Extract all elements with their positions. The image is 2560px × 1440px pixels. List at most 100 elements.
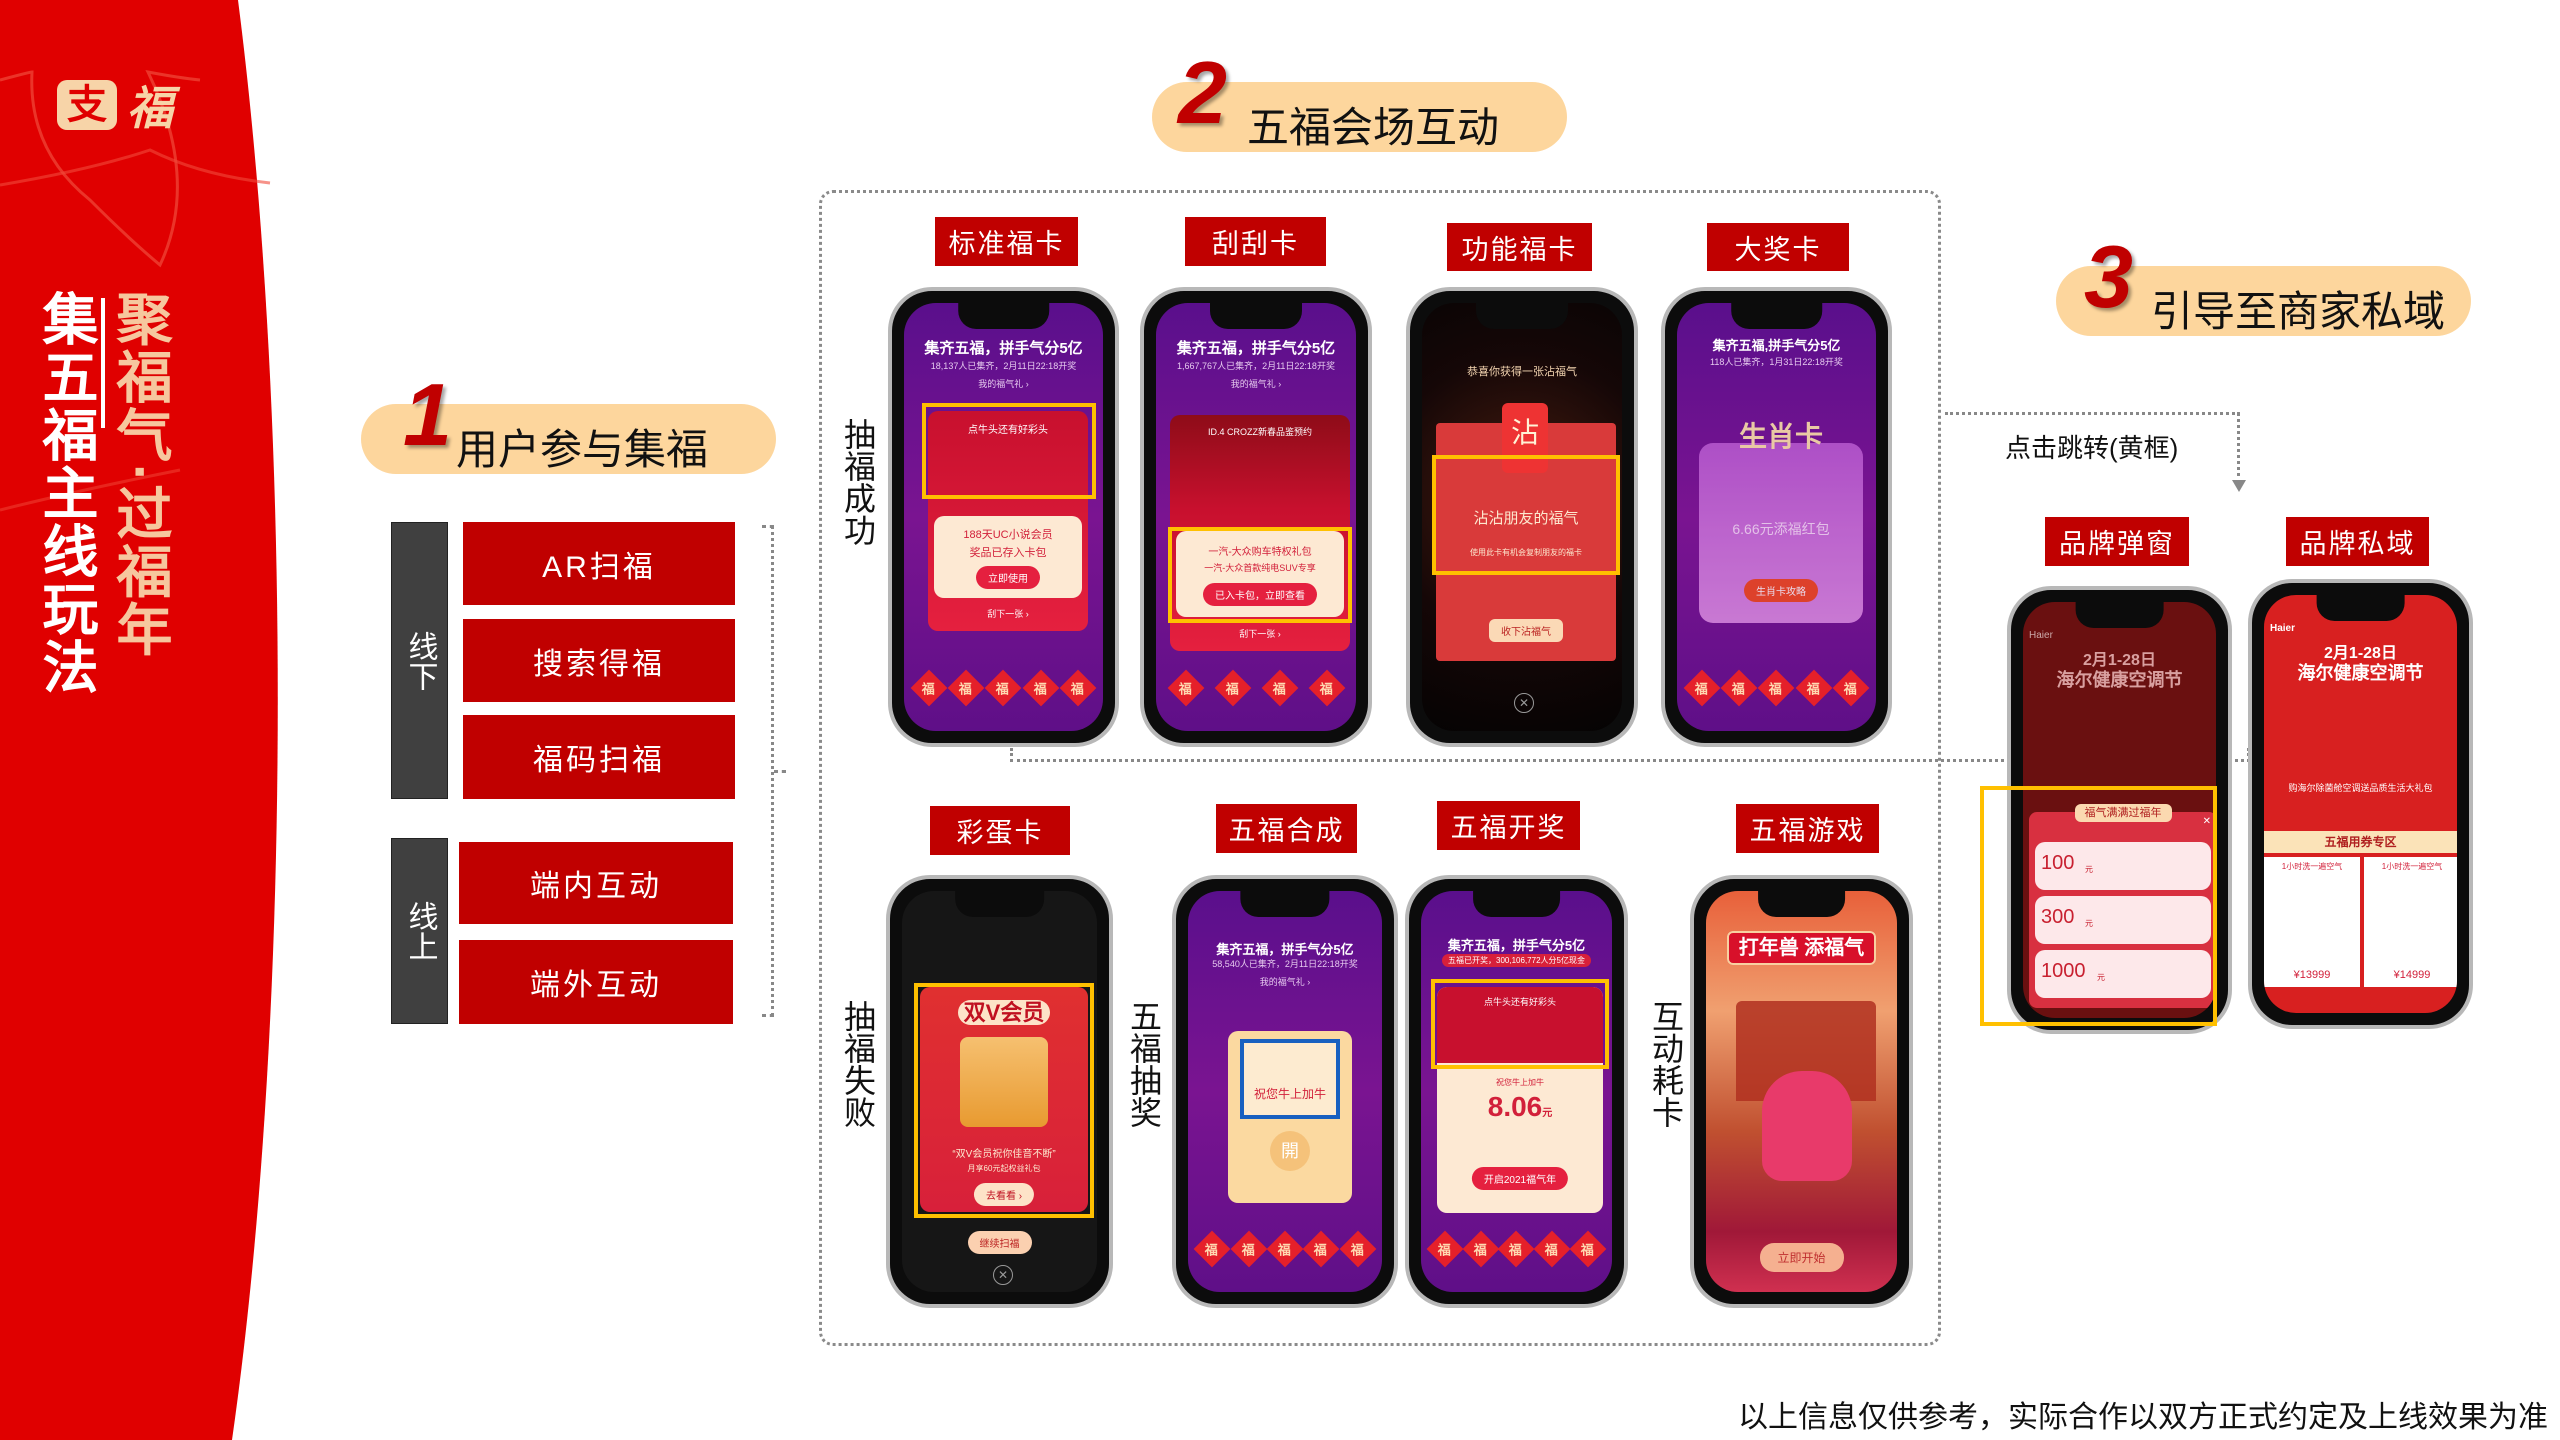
section1-title: 用户参与集福	[456, 426, 709, 473]
open-button[interactable]: 開	[1270, 1131, 1310, 1171]
view-card-button[interactable]: 已入卡包，立即查看	[1203, 583, 1317, 606]
label-function-card: 功能福卡	[1447, 223, 1592, 271]
label-brand-private: 品牌私域	[2286, 517, 2429, 566]
label-scratch-card: 刮刮卡	[1185, 217, 1326, 266]
side-panel-background	[0, 0, 278, 1440]
prize-name: 188天UC小说会员	[963, 529, 1053, 541]
my-gift-link[interactable]: 我的福气礼 ›	[978, 379, 1029, 389]
offline-tag: 线下	[391, 522, 448, 799]
my-gift-link[interactable]: 我的福气礼 ›	[1230, 379, 1282, 389]
card-title: 沾沾朋友的福气	[1473, 510, 1579, 527]
highlight-box	[914, 983, 1094, 1218]
screen-title: 集齐五福，拼手气分5亿	[924, 340, 1083, 357]
label-draw-fail: 抽福失败	[840, 1000, 876, 1128]
zodiac-card: 生肖卡 6.66元添福红包 生肖卡攻略	[1699, 421, 1863, 623]
screen-subtitle: 18,137人已集齐，2月11日22:18开奖	[930, 361, 1077, 371]
lottery-status: 五福已开奖，300,106,772人分5亿现金	[1442, 954, 1591, 967]
lottery-card: 点牛头还有好彩头 祝您牛上加牛 8.06元 开启2021福气年	[1437, 987, 1603, 1213]
alipay-fu-logo: 支 福	[57, 72, 173, 138]
section3-title: 引导至商家私域	[2151, 288, 2446, 335]
screen-title: 集齐五福，拼手气分5亿	[1447, 938, 1586, 953]
card-name: 生肖卡	[1738, 421, 1823, 452]
zodiac-guide-button[interactable]: 生肖卡攻略	[1744, 579, 1818, 602]
continue-scan-button[interactable]: 继续扫福	[967, 1231, 1032, 1254]
card-desc: 使用此卡有机会复制朋友的福卡	[1470, 548, 1582, 557]
banner-text: 点牛头还有好彩头	[1483, 997, 1556, 1007]
screen-title: 集齐五福,拼手气分5亿	[1712, 338, 1841, 353]
prize-card: 点牛头还有好彩头 188天UC小说会员 奖品已存入卡包 立即使用 刮下一张 ›	[928, 411, 1088, 631]
prize-unit: 元	[1542, 1108, 1553, 1119]
section1-bracket	[762, 525, 774, 1017]
view-button[interactable]: 去看看 ›	[973, 1183, 1035, 1206]
sidebar-title-part1: 聚福气·过福年	[109, 290, 172, 659]
coupon-unit: 元	[2085, 919, 2093, 928]
coupon-value: 100	[2041, 852, 2075, 874]
highlight-box	[1432, 455, 1620, 575]
label-easter-egg-card: 彩蛋卡	[930, 806, 1070, 855]
fu-card-row: 福福福福福	[1426, 1230, 1607, 1268]
label-fu-game: 五福游戏	[1736, 804, 1879, 853]
next-card-link[interactable]: 刮下一张 ›	[1239, 629, 1281, 639]
section2-frame	[819, 190, 1941, 1346]
prize-status: 奖品已存入卡包	[969, 547, 1047, 559]
phone-fu-game: 打年兽 添福气 立即开始	[1690, 875, 1913, 1308]
phone-grand-prize-card: 集齐五福,拼手气分5亿 118人已集齐，1月31日22:18开奖 生肖卡 6.6…	[1661, 287, 1892, 747]
section2-title: 五福会场互动	[1247, 104, 1500, 151]
screen-title: 集齐五福，拼手气分5亿	[1216, 942, 1354, 957]
product-title: 1小时洗一遍空气	[2381, 862, 2443, 871]
label-fu-draw: 五福抽奖	[1126, 1000, 1162, 1128]
fu-card-row: 福福福福	[1162, 669, 1350, 707]
disclaimer-footer: 以上信息仅供参考，实际合作以双方正式约定及上线效果为准	[1738, 1401, 2548, 1434]
title-divider	[101, 298, 105, 428]
section2-header: 2 五福会场互动	[1152, 43, 1567, 152]
ar-scan-button[interactable]: AR扫福	[463, 522, 735, 605]
label-fu-lottery: 五福开奖	[1437, 801, 1580, 850]
product-card[interactable]: 1小时洗一遍空气 ¥14999	[2364, 857, 2457, 987]
wish-text: 祝您牛上加牛	[1496, 1078, 1544, 1087]
in-app-interaction-button[interactable]: 端内互动	[459, 842, 733, 924]
highlight-box	[922, 403, 1096, 499]
jump-connector	[1945, 412, 2240, 484]
screen-subtitle: 118人已集齐，1月31日22:18开奖	[1710, 357, 1843, 367]
search-fu-button[interactable]: 搜索得福	[463, 619, 735, 702]
highlight-box	[1431, 979, 1609, 1069]
next-card-link[interactable]: 刮下一张 ›	[987, 609, 1029, 619]
label-grand-prize-card: 大奖卡	[1707, 223, 1849, 271]
event-title: 海尔健康空调节	[2056, 670, 2183, 690]
arrow-down-icon	[2232, 480, 2246, 492]
sidebar-title: 聚福气·过福年集五福主线玩法	[35, 290, 175, 696]
product-card[interactable]: 1小时洗一遍空气 ¥13999	[2264, 857, 2360, 987]
open-2021-button[interactable]: 开启2021福气年	[1471, 1167, 1569, 1190]
red-envelope: 祝您牛上加牛 開	[1228, 1031, 1352, 1203]
coupon-value: 300	[2041, 906, 2075, 928]
use-now-button[interactable]: 立即使用	[976, 566, 1040, 589]
fu-code-scan-button[interactable]: 福码扫福	[463, 715, 735, 799]
close-icon[interactable]: ✕	[993, 1265, 1013, 1285]
brand-name: Haier	[2270, 623, 2296, 634]
section1-connector	[774, 770, 786, 773]
fu-card-row: 福福福福福	[910, 669, 1097, 707]
prize-name: 一汽-大众购车特权礼包	[1208, 547, 1312, 558]
phone-easter-egg-card: 双V会员 “双V会员祝你佳音不断” 月享60元起权益礼包 去看看 › 继续扫福 …	[886, 875, 1113, 1308]
phone-fu-lottery: 集齐五福，拼手气分5亿 五福已开奖，300,106,772人分5亿现金 点牛头还…	[1405, 875, 1628, 1308]
popup-title: 福气满满过福年	[2074, 804, 2172, 822]
section1-number: 1	[403, 365, 452, 464]
start-game-button[interactable]: 立即开始	[1759, 1243, 1844, 1272]
screen-subtitle: 1,667,767人已集齐，2月11日22:18开奖	[1177, 361, 1335, 371]
label-draw-success: 抽福成功	[840, 418, 876, 546]
coupon-unit: 元	[2097, 973, 2105, 982]
out-app-interaction-button[interactable]: 端外互动	[459, 940, 733, 1024]
blue-highlight-box: 祝您牛上加牛	[1240, 1039, 1340, 1119]
accept-card-button[interactable]: 收下沾福气	[1489, 619, 1563, 642]
coupon-zone-title: 五福用券专区	[2264, 831, 2457, 853]
close-icon[interactable]: ✕	[1514, 693, 1534, 713]
prize-text: 6.66元添福红包	[1732, 521, 1830, 537]
label-interaction-cost: 互动耗卡	[1648, 1000, 1684, 1128]
close-icon[interactable]: ✕	[2202, 816, 2211, 827]
my-gift-link[interactable]: 我的福气礼 ›	[1259, 977, 1311, 987]
gift-box-image	[960, 1037, 1048, 1127]
banner-text: ID.4 CROZZ新春品鉴预约	[1207, 427, 1312, 437]
wish-text: 祝您牛上加牛	[1253, 1087, 1326, 1101]
